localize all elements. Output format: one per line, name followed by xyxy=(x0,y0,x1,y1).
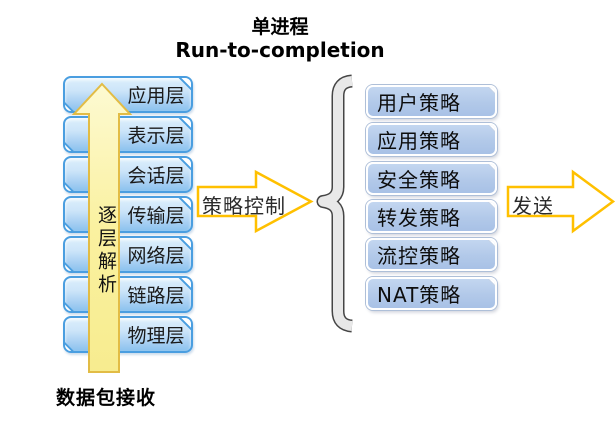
curly-brace-fill xyxy=(318,76,353,331)
layer-label: 传输层 xyxy=(127,205,185,227)
policy-label: 流控策略 xyxy=(377,244,461,268)
layer-box: 链路层 xyxy=(63,276,193,313)
layer-box: 传输层 xyxy=(63,196,193,233)
policy-label: 安全策略 xyxy=(377,168,461,192)
curly-brace-icon xyxy=(316,74,353,333)
diagram-title-cn: 单进程 xyxy=(251,16,309,38)
send-label: 发送 xyxy=(512,194,554,218)
layer-box: 物理层 xyxy=(63,316,193,353)
layer-label: 物理层 xyxy=(127,325,185,347)
policy-control-label: 策略控制 xyxy=(202,194,286,218)
policy-label: 应用策略 xyxy=(377,129,461,153)
policy-label: 用户策略 xyxy=(377,91,461,115)
policy-box: 转发策略 xyxy=(366,200,497,233)
policy-label: NAT策略 xyxy=(377,283,462,307)
layer-box: 表示层 xyxy=(63,116,193,153)
packet-receive-label: 数据包接收 xyxy=(56,387,157,409)
layer-box: 网络层 xyxy=(63,236,193,273)
layer-label: 网络层 xyxy=(127,245,185,267)
layer-box: 应用层 xyxy=(63,76,193,113)
policy-label: 转发策略 xyxy=(377,206,461,230)
policy-box: 应用策略 xyxy=(366,123,497,156)
policy-box: NAT策略 xyxy=(366,277,497,310)
diagram-title-en: Run-to-completion xyxy=(175,38,385,62)
policy-box: 安全策略 xyxy=(366,162,497,195)
layer-label: 表示层 xyxy=(127,125,185,147)
policy-box: 流控策略 xyxy=(366,238,497,271)
layer-label: 链路层 xyxy=(127,285,185,307)
layer-box: 会话层 xyxy=(63,156,193,193)
layer-label: 会话层 xyxy=(127,165,185,187)
policy-box: 用户策略 xyxy=(366,85,497,118)
layer-label: 应用层 xyxy=(127,85,185,107)
up-arrow-label: 逐层解析 xyxy=(95,205,117,297)
